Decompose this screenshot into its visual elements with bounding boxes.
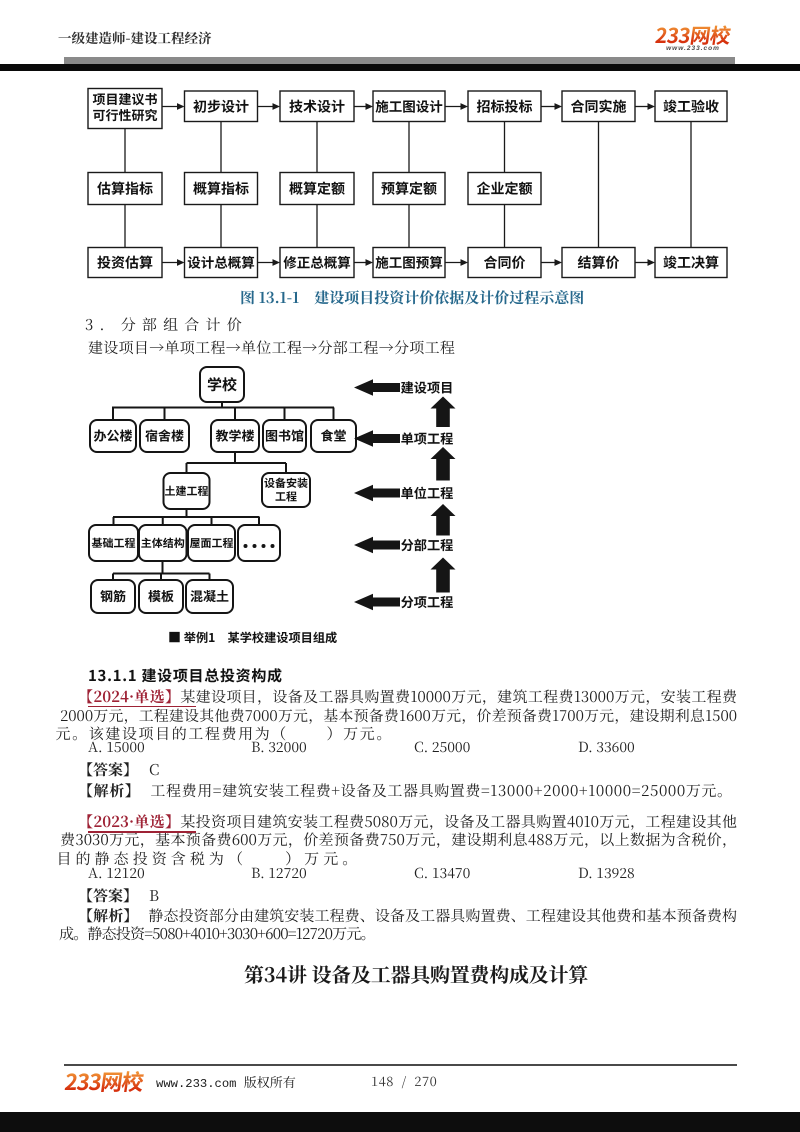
svg-text:建设项目: 建设项目 [401, 378, 454, 397]
svg-text:修正总概算: 修正总概算 [283, 252, 351, 272]
svg-text:预算定额: 预算定额 [381, 179, 437, 199]
svg-text:合同价: 合同价 [484, 253, 526, 273]
svg-text:概算定额: 概算定额 [289, 179, 345, 199]
svg-text:宿舍楼: 宿舍楼 [145, 426, 184, 445]
svg-text:单项工程: 单项工程 [401, 429, 454, 448]
svg-text:混凝土: 混凝土 [190, 586, 229, 605]
svg-text:食堂: 食堂 [320, 426, 346, 445]
svg-text:单位工程: 单位工程 [401, 483, 454, 502]
svg-text:教学楼: 教学楼 [215, 426, 254, 445]
svg-text:分部工程: 分部工程 [401, 535, 454, 554]
svg-text:项目建议书: 项目建议书 [92, 89, 157, 108]
svg-text:模板: 模板 [148, 586, 174, 605]
svg-text:图书馆: 图书馆 [265, 426, 304, 445]
svg-text:初步设计: 初步设计 [193, 96, 249, 116]
svg-text:基础工程: 基础工程 [92, 535, 136, 551]
svg-text:分项工程: 分项工程 [401, 592, 454, 611]
svg-text:土建工程: 土建工程 [165, 483, 209, 499]
svg-text:学校: 学校 [207, 374, 237, 395]
svg-text:屋面工程: 屋面工程 [190, 535, 234, 551]
svg-text:施工图设计: 施工图设计 [375, 95, 443, 115]
svg-text:可行性研究: 可行性研究 [92, 105, 157, 124]
svg-text:钢筋: 钢筋 [100, 586, 126, 605]
svg-text:企业定额: 企业定额 [477, 179, 533, 199]
svg-text:工程: 工程 [275, 489, 297, 505]
svg-text:办公楼: 办公楼 [93, 426, 132, 445]
svg-text:竣工决算: 竣工决算 [663, 253, 719, 273]
svg-text:投资估算: 投资估算 [97, 253, 153, 273]
svg-text:施工图预算: 施工图预算 [375, 252, 443, 272]
svg-text:竣工验收: 竣工验收 [663, 96, 719, 116]
svg-text:设计总概算: 设计总概算 [187, 252, 255, 272]
svg-text:合同实施: 合同实施 [571, 96, 627, 116]
svg-text:技术设计: 技术设计 [289, 96, 345, 116]
svg-text:招标投标: 招标投标 [477, 96, 533, 116]
svg-text:设备安装: 设备安装 [264, 475, 308, 491]
svg-text:主体结构: 主体结构 [141, 535, 185, 551]
svg-text:估算指标: 估算指标 [97, 179, 153, 199]
svg-text:结算价: 结算价 [578, 253, 620, 273]
svg-text:概算指标: 概算指标 [193, 179, 249, 199]
